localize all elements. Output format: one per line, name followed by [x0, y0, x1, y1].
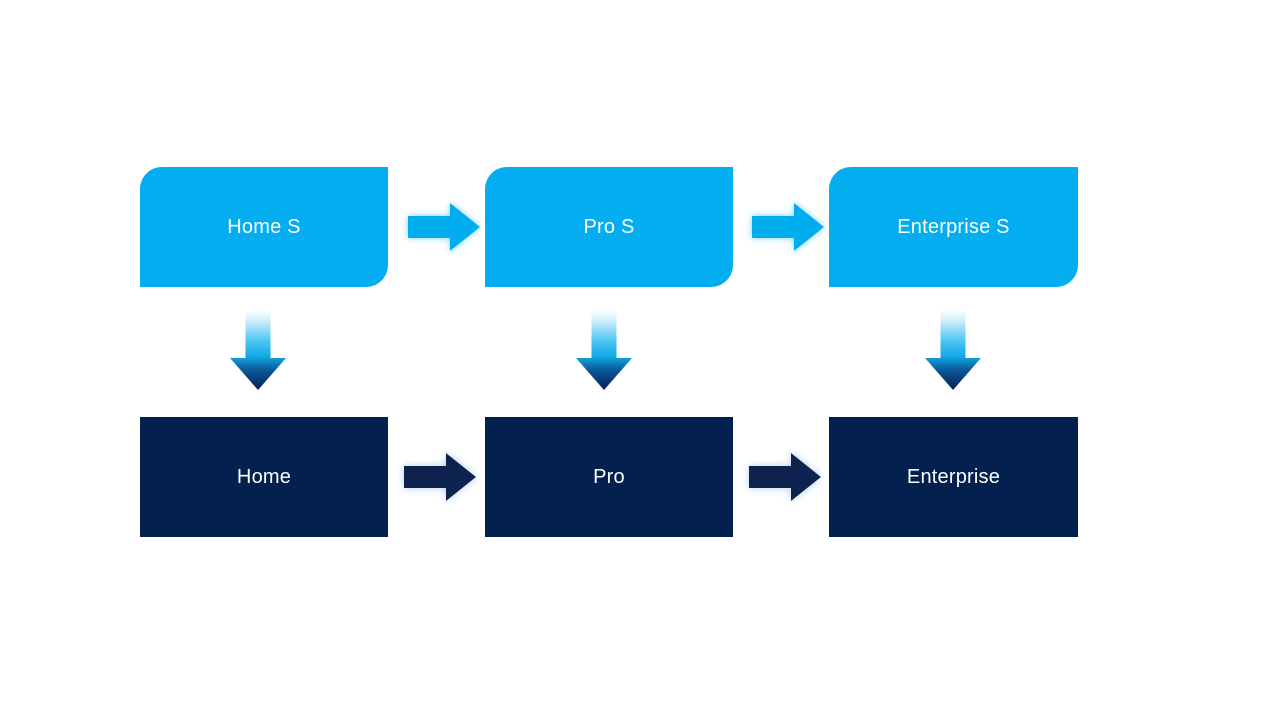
node-label: Enterprise	[906, 466, 1001, 488]
arrow-down-enterprise-s-to-enterprise	[925, 310, 981, 390]
node-label: Home	[236, 466, 292, 488]
node-enterprise[interactable]: Enterprise	[829, 417, 1078, 537]
node-home-s[interactable]: Home S	[140, 167, 388, 287]
node-label: Pro S	[583, 216, 635, 238]
node-home[interactable]: Home	[140, 417, 388, 537]
node-pro[interactable]: Pro	[485, 417, 733, 537]
arrow-down-pro-s-to-pro	[576, 310, 632, 390]
arrow-right-home-to-pro	[404, 453, 476, 501]
arrow-right-pro-to-enterprise	[749, 453, 821, 501]
arrow-right-home-s-to-pro-s	[408, 203, 480, 251]
node-label: Pro	[593, 466, 625, 488]
arrow-right-pro-s-to-enterprise-s	[752, 203, 824, 251]
node-label: Home S	[227, 216, 301, 238]
node-enterprise-s[interactable]: Enterprise S	[829, 167, 1078, 287]
node-label: Enterprise S	[897, 216, 1010, 238]
node-pro-s[interactable]: Pro S	[485, 167, 733, 287]
arrow-down-home-s-to-home	[230, 310, 286, 390]
